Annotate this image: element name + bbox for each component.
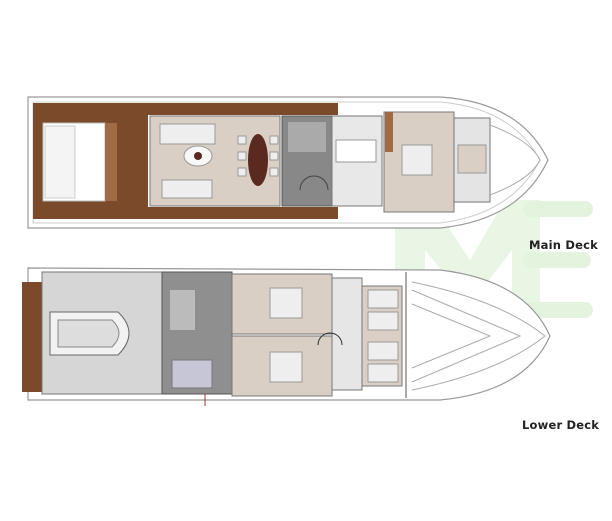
- main-deck-label: Main Deck: [529, 238, 598, 252]
- watermark-logo: [395, 200, 593, 318]
- lower-deck-label: Lower Deck: [522, 418, 600, 432]
- main-deck-plan: [27, 96, 549, 229]
- lower-deck-plan: [22, 267, 551, 406]
